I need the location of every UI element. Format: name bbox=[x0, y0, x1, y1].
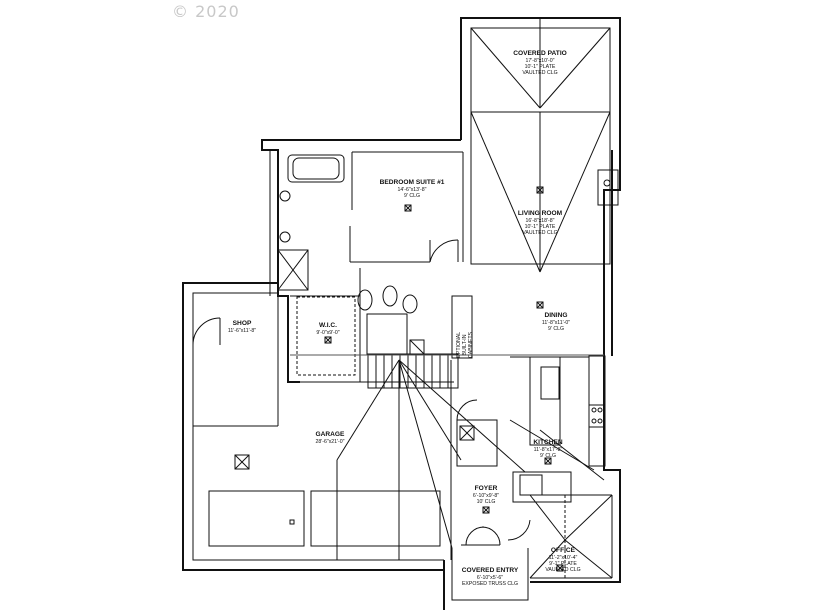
garage-size: 28'-6"x21'-0" bbox=[315, 439, 344, 445]
office-note: 9'-1" PLATE bbox=[549, 561, 577, 567]
room-label-dining: DINING 11'-8"x11'-0" 9' CLG bbox=[542, 312, 570, 332]
room-label-covered-patio: COVERED PATIO 17'-8"x10'-0" 10'-1" PLATE… bbox=[513, 50, 567, 76]
room-label-kitchen: KITCHEN 11'-8"x17'-8" 9' CLG bbox=[533, 439, 563, 459]
covered-patio-name: COVERED PATIO bbox=[513, 50, 567, 57]
office-note: VAULTED CLG bbox=[545, 567, 580, 573]
garage-name: GARAGE bbox=[316, 431, 346, 438]
exterior-walls bbox=[261, 139, 621, 383]
living-room-note: VAULTED CLG bbox=[522, 230, 557, 236]
covered-entry-name: COVERED ENTRY bbox=[462, 567, 519, 574]
room-label-foyer: FOYER 6'-10"x9'-8" 10' CLG bbox=[473, 485, 499, 505]
stair-rays bbox=[398, 359, 605, 549]
covered-entry-note: EXPOSED TRUSS CLG bbox=[462, 581, 518, 587]
foyer-note: 10' CLG bbox=[477, 499, 496, 505]
bedroom-suite-walls bbox=[277, 151, 464, 291]
office-name: OFFICE bbox=[551, 547, 576, 554]
wic-size: 9'-0"x9'-0" bbox=[316, 330, 339, 336]
living-room-size: 16'-8"x18'-8" bbox=[525, 218, 554, 224]
room-label-covered-entry: COVERED ENTRY 6'-10"x5'-6" EXPOSED TRUSS… bbox=[462, 567, 519, 587]
kitchen-note: 9' CLG bbox=[540, 453, 556, 459]
living-room-vault bbox=[470, 111, 619, 273]
covered-patio-note: VAULTED CLG bbox=[522, 70, 557, 76]
bedroom-suite-name: BEDROOM SUITE #1 bbox=[380, 179, 445, 186]
bedroom-suite-note: 9' CLG bbox=[404, 193, 420, 199]
foyer-size: 6'-10"x9'-8" bbox=[473, 493, 499, 499]
light-fixtures bbox=[324, 186, 564, 572]
room-label-living-room: LIVING ROOM 16'-8"x18'-8" 10'-1" PLATE V… bbox=[518, 210, 563, 236]
living-room-note: 10'-1" PLATE bbox=[525, 224, 556, 230]
garage-walls bbox=[182, 354, 604, 571]
foyer-name: FOYER bbox=[475, 485, 498, 492]
wic-name: W.I.C. bbox=[319, 322, 337, 329]
room-label-garage: GARAGE 28'-6"x21'-0" bbox=[315, 431, 345, 445]
room-label-shop: SHOP 11'-6"x11'-8" bbox=[228, 320, 256, 334]
covered-patio-outline bbox=[460, 17, 621, 140]
dining-name: DINING bbox=[544, 312, 567, 319]
optional-cabinets-line: CABINETS bbox=[468, 331, 474, 357]
kitchen-name: KITCHEN bbox=[533, 439, 563, 446]
copyright-watermark: © 2020 bbox=[172, 2, 240, 21]
pantry-walls bbox=[456, 399, 498, 467]
room-label-bedroom-suite: BEDROOM SUITE #1 14'-6"x13'-8" 9' CLG bbox=[380, 179, 445, 199]
front-walls bbox=[443, 356, 621, 610]
room-label-office: OFFICE 11'-2"x10'-4" 9'-1" PLATE VAULTED… bbox=[545, 547, 580, 573]
living-room-name: LIVING ROOM bbox=[518, 210, 563, 217]
covered-patio-size: 17'-8"x10'-0" bbox=[525, 58, 554, 64]
optional-cabinets-outline bbox=[451, 295, 473, 359]
room-label-wic: W.I.C. 9'-0"x9'-0" bbox=[316, 322, 339, 336]
optional-cabinets-line: BUILT-IN bbox=[462, 334, 468, 355]
dining-note: 9' CLG bbox=[548, 326, 564, 332]
office-size: 11'-2"x10'-4" bbox=[549, 555, 578, 561]
optional-cabinets-label: OPTIONAL BUILT-IN CABINETS bbox=[456, 331, 474, 358]
covered-patio-note: 10'-1" PLATE bbox=[525, 64, 556, 70]
optional-cabinets-line: OPTIONAL bbox=[456, 332, 462, 358]
dining-size: 11'-8"x11'-0" bbox=[542, 320, 570, 326]
shop-walls bbox=[182, 282, 279, 427]
covered-entry-size: 6'-10"x5'-6" bbox=[477, 575, 503, 581]
kitchen-size: 11'-8"x17'-8" bbox=[534, 447, 563, 453]
shop-size: 11'-6"x11'-8" bbox=[228, 328, 256, 334]
shop-name: SHOP bbox=[233, 320, 252, 327]
bedroom-suite-size: 14'-6"x13'-8" bbox=[397, 187, 426, 193]
